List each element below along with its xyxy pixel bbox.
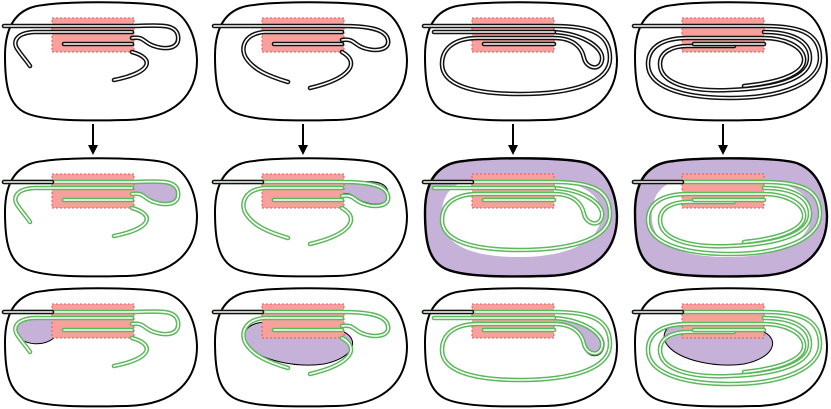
overlap-rectangle: [471, 17, 555, 53]
curve-1: [421, 309, 613, 383]
curve-1-core: [423, 181, 611, 251]
curve-2-core: [242, 31, 343, 83]
overlap-rectangle: [471, 173, 555, 209]
curve-4-core: [309, 207, 352, 245]
curve-1-core: [213, 25, 389, 51]
overlap-rectangle: [51, 17, 135, 53]
panel-r3-c2: [211, 287, 409, 408]
panel-r1-c2: [211, 1, 409, 122]
curve-4-core: [113, 337, 148, 367]
surface-outline: [213, 1, 409, 122]
down-arrow-4: [718, 124, 728, 155]
overlap-rectangle: [471, 303, 555, 339]
curve-1: [421, 23, 613, 97]
surface-outline: [213, 157, 409, 278]
curve-1-core: [213, 311, 389, 337]
curve-4-core: [113, 51, 148, 81]
curve-4-core: [113, 207, 148, 237]
panel-r2-c4: [631, 157, 829, 278]
panel-r2-c1: [1, 157, 199, 278]
curve-4: [307, 49, 354, 91]
curve-2-core: [659, 317, 811, 378]
surface-outline: [3, 157, 199, 278]
surface-outline: [633, 1, 829, 122]
overlap-rectangle: [261, 303, 345, 339]
curve-1-core: [633, 311, 821, 385]
panel-r3-c4: [631, 287, 829, 408]
curve-1-core: [633, 25, 821, 99]
curve-1-core: [3, 310, 179, 335]
curve-1-core: [213, 181, 389, 207]
down-arrow-1: [88, 124, 98, 155]
panel-r3-c3: [421, 287, 619, 408]
curve-2-core: [14, 31, 133, 67]
down-arrow-3: [508, 124, 518, 155]
curve-2-core: [242, 187, 343, 239]
overlap-rectangle: [261, 173, 345, 209]
panel-r1-c4: [631, 1, 829, 122]
curve-2-core: [242, 317, 343, 369]
curve-1-core: [633, 181, 821, 255]
overlap-rectangle: [51, 303, 135, 339]
down-arrow-2: [298, 124, 308, 155]
surface-outline: [633, 287, 829, 408]
curve-2-core: [659, 187, 811, 248]
surface-outline: [3, 287, 199, 408]
curve-1-core: [423, 25, 611, 95]
surface-outline: [423, 287, 619, 408]
panel-r2-c2: [211, 157, 409, 278]
overlap-rectangle: [261, 17, 345, 53]
curve-1-core: [3, 180, 179, 205]
curve-4-core: [309, 51, 352, 89]
panel-r3-c1: [1, 287, 199, 408]
panel-r2-c3: [421, 157, 619, 278]
curve-2-core: [659, 31, 811, 92]
curve-2-core: [14, 187, 133, 223]
panel-r1-c3: [421, 1, 619, 122]
curve-4: [307, 205, 354, 247]
curve-1-core: [3, 24, 179, 49]
surface-outline: [3, 1, 199, 122]
panel-r1-c1: [1, 1, 199, 122]
curve-2-core: [14, 317, 133, 353]
curve-1-core: [423, 311, 611, 381]
overlap-rectangle: [51, 173, 135, 209]
surface-outline: [213, 287, 409, 408]
down-arrows: [88, 124, 728, 155]
surface-outline: [423, 1, 619, 122]
curve-4-core: [309, 337, 352, 375]
